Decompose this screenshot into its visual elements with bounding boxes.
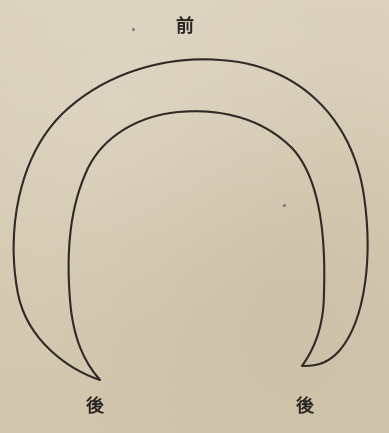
label-front: 前 (176, 18, 194, 36)
horseshoe-shape (14, 59, 368, 380)
label-back-right: 後 (296, 398, 314, 416)
label-back-left: 後 (86, 398, 104, 416)
ink-speck (283, 204, 286, 207)
ink-speck (132, 28, 135, 31)
